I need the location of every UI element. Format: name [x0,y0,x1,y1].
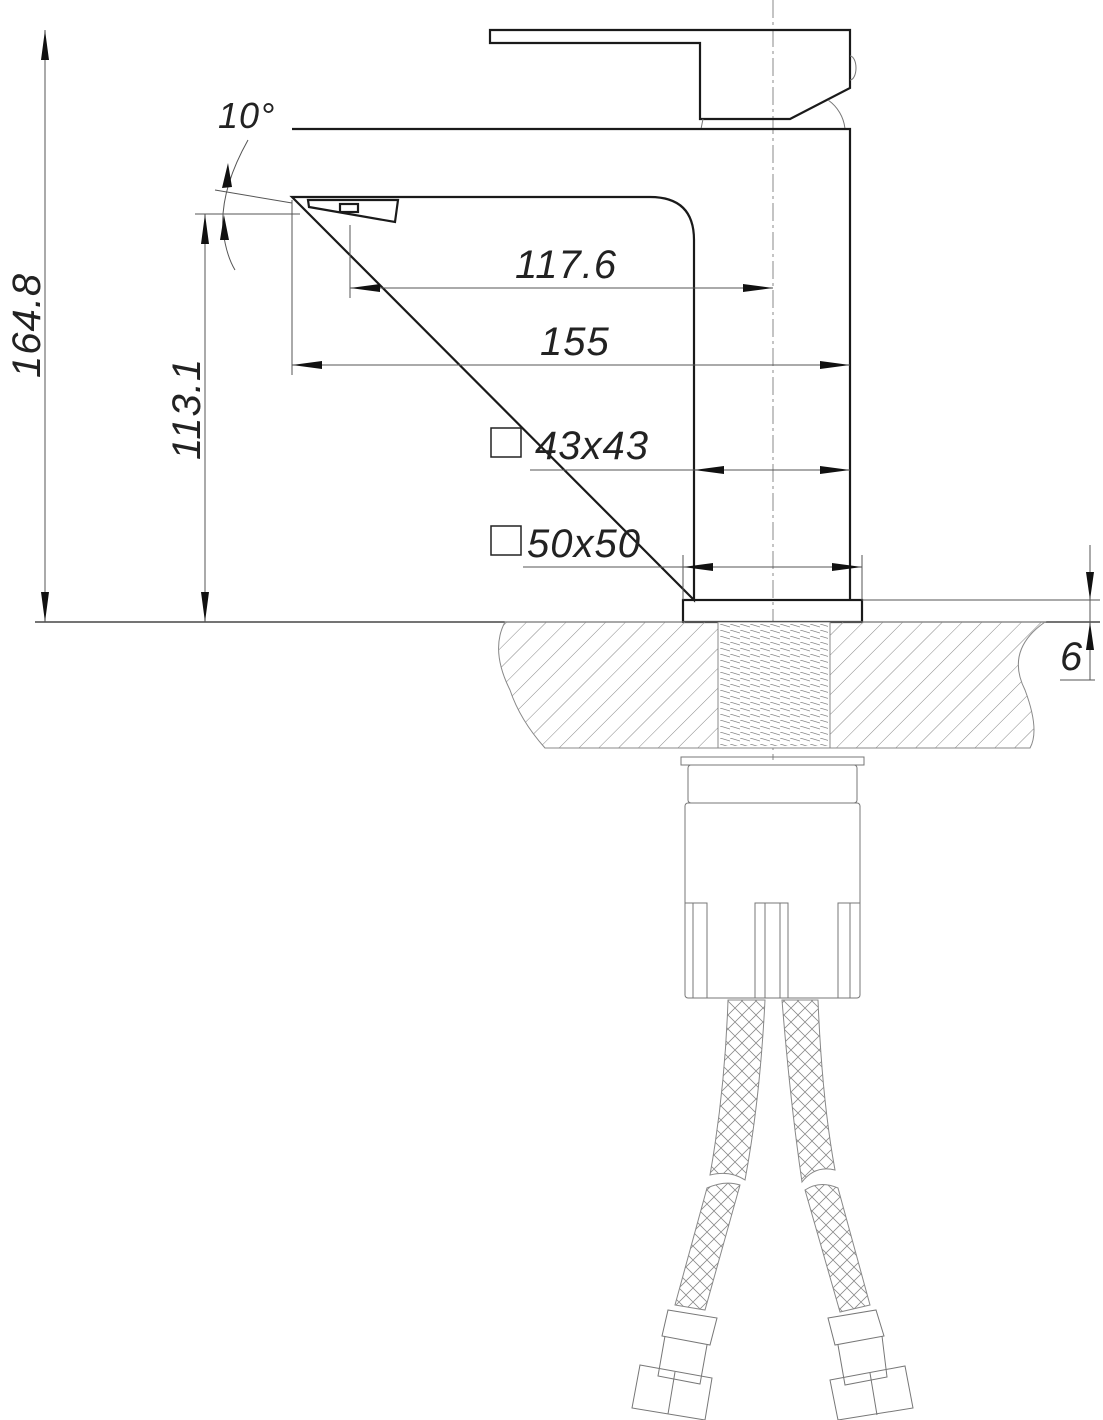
thread-pattern [720,624,828,746]
dim-body-section: 43x43 [490,424,850,474]
square-section-icon [490,525,522,556]
dim-total-height: 164.8 [5,30,49,622]
aerator [306,198,400,224]
label-base-thickness: 6 [1060,635,1083,679]
lever-handle [488,28,857,130]
label-reach-center: 117.6 [515,243,617,287]
label-spout-height: 113.1 [165,358,209,460]
dim-spout-height: 113.1 [165,213,300,622]
label-aerator-angle: 10° [218,95,275,136]
dim-base-section: 50x50 [490,522,863,600]
dim-reach-center: 117.6 [349,225,773,298]
mounting-nut [680,756,865,999]
supply-hoses [631,999,914,1420]
spout-body [289,127,852,603]
label-total-height: 164.8 [5,273,49,378]
label-base-section: 50x50 [527,522,641,566]
label-body-section: 43x43 [535,424,649,468]
dim-reach-total: 155 [291,200,850,375]
dim-aerator-angle: 10° [214,95,293,271]
label-reach-total: 155 [540,320,610,364]
square-section-icon [490,427,522,458]
dim-base-thickness: 6 [862,545,1100,681]
